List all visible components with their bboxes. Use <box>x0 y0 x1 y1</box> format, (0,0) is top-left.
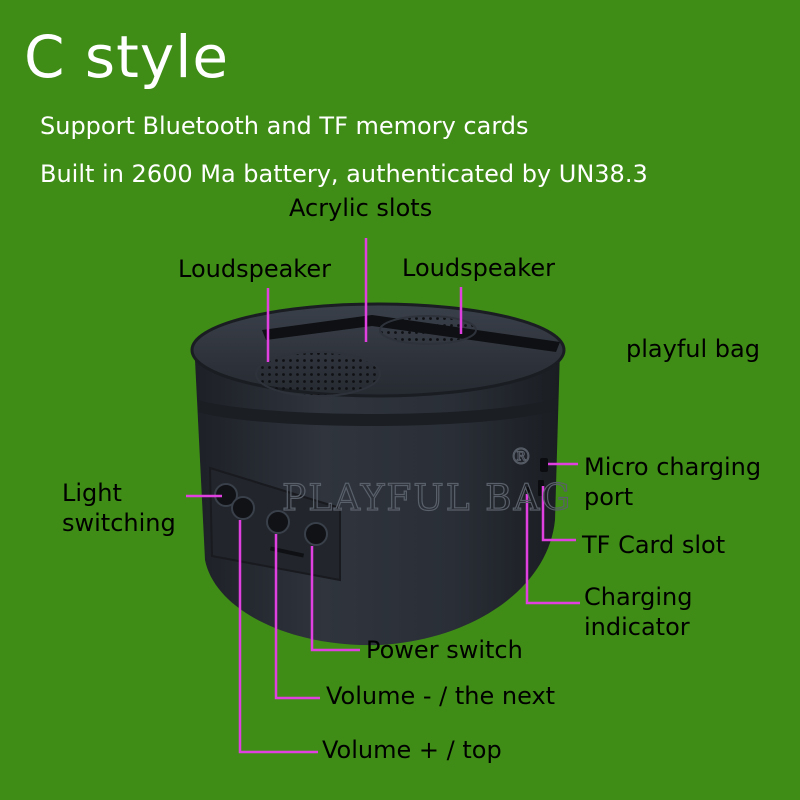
label-loudspeaker-left: Loudspeaker <box>178 255 331 283</box>
label-loudspeaker-right: Loudspeaker <box>402 254 555 282</box>
label-micro-charging-port: Micro charging port <box>584 453 762 511</box>
brand-label: playful bag <box>626 335 760 363</box>
label-power-switch: Power switch <box>366 636 523 664</box>
volume-minus-button[interactable] <box>266 510 290 534</box>
label-light-switching: Light switching <box>62 479 176 537</box>
page-title: C style <box>24 23 230 91</box>
feature-battery: Built in 2600 Ma battery, authenticated … <box>40 160 648 188</box>
body-seam <box>198 398 558 426</box>
label-tf-card-slot: TF Card slot <box>582 531 726 559</box>
label-volume-minus: Volume - / the next <box>326 682 556 710</box>
loudspeaker-grill-right <box>379 315 477 345</box>
feature-bluetooth-tf: Support Bluetooth and TF memory cards <box>40 112 529 140</box>
watermark-text: PLAYFUL BAG <box>282 478 572 519</box>
watermark-registered-mark: ® <box>510 445 532 470</box>
leader-lines <box>186 238 580 754</box>
label-charging-indicator: Charging indicator <box>584 583 693 641</box>
label-volume-plus: Volume + / top <box>322 736 502 764</box>
charging-indicator-light <box>525 487 531 493</box>
indicator-strip <box>269 546 305 558</box>
label-acrylic-slots: Acrylic slots <box>289 194 433 222</box>
micro-charging-port <box>540 458 548 472</box>
acrylic-slot <box>262 315 560 352</box>
power-switch-button[interactable] <box>304 522 328 546</box>
loudspeaker-grill-left <box>255 351 381 397</box>
volume-plus-button[interactable] <box>231 496 255 520</box>
